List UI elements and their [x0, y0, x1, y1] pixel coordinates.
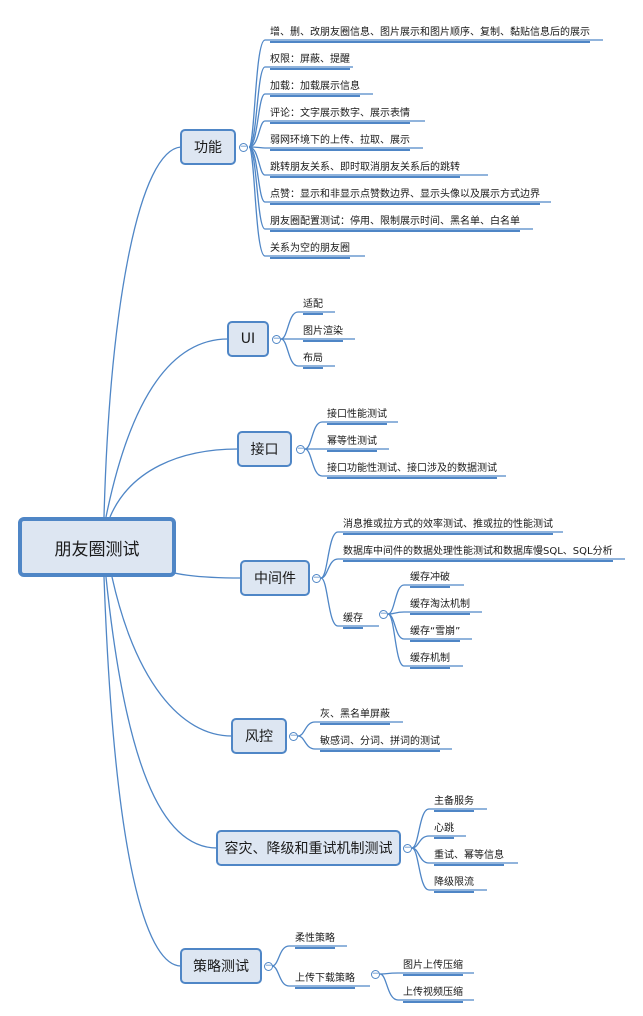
- leaf-cache-1[interactable]: 缓存冲破: [410, 568, 450, 588]
- leaf-dr-1[interactable]: 主备服务: [434, 792, 474, 812]
- collapse-updown-toggle[interactable]: −: [371, 969, 380, 979]
- branch-strategy-label: 策略测试: [193, 959, 249, 975]
- branch-middleware[interactable]: 中间件: [240, 560, 310, 596]
- branch-risk-control[interactable]: 风控: [231, 718, 287, 754]
- root-label: 朋友圈测试: [54, 539, 140, 560]
- leaf-function-8[interactable]: 朋友圈配置测试：停用、限制展示时间、黑名单、白名单: [270, 212, 520, 232]
- leaf-function-6[interactable]: 跳转朋友关系、即时取消朋友关系后的跳转: [270, 158, 460, 178]
- leaf-function-7[interactable]: 点赞：显示和非显示点赞数边界、显示头像以及展示方式边界: [270, 185, 540, 205]
- root-node[interactable]: 朋友圈测试: [18, 517, 176, 577]
- branch-api-label: 接口: [250, 442, 279, 458]
- leaf-api-1[interactable]: 接口性能测试: [327, 405, 387, 425]
- leaf-cache-4[interactable]: 缓存机制: [410, 649, 450, 669]
- collapse-function-toggle[interactable]: −: [239, 142, 248, 152]
- leaf-function-3[interactable]: 加载：加载展示信息: [270, 77, 360, 97]
- leaf-function-1[interactable]: 增、删、改朋友圈信息、图片展示和图片顺序、复制、黏贴信息后的展示: [270, 23, 590, 43]
- branch-function-label: 功能: [194, 140, 222, 156]
- leaf-function-4[interactable]: 评论：文字展示数字、展示表情: [270, 104, 410, 124]
- branch-ui[interactable]: UI: [227, 321, 269, 357]
- collapse-cache-toggle[interactable]: −: [379, 609, 388, 619]
- branch-api[interactable]: 接口: [237, 431, 292, 467]
- leaf-ui-1[interactable]: 适配: [303, 295, 323, 315]
- branch-ui-label: UI: [240, 331, 256, 347]
- collapse-strategy-toggle[interactable]: −: [264, 961, 273, 971]
- branch-disaster-recovery-label: 容灾、降级和重试机制测试: [224, 841, 393, 857]
- collapse-risk-toggle[interactable]: −: [289, 731, 298, 741]
- collapse-api-toggle[interactable]: −: [296, 444, 305, 454]
- leaf-function-5[interactable]: 弱网环境下的上传、拉取、展示: [270, 131, 410, 151]
- leaf-middleware-2[interactable]: 数据库中间件的数据处理性能测试和数据库慢SQL、SQL分析: [343, 542, 613, 562]
- collapse-disaster-toggle[interactable]: −: [403, 843, 412, 853]
- branch-risk-control-label: 风控: [245, 729, 273, 745]
- leaf-strategy-1[interactable]: 柔性策略: [295, 929, 335, 949]
- branch-strategy[interactable]: 策略测试: [180, 948, 262, 984]
- leaf-risk-2[interactable]: 敏感词、分词、拼词的测试: [320, 732, 440, 752]
- leaf-strategy-updown[interactable]: 上传下载策略: [295, 969, 355, 989]
- collapse-ui-toggle[interactable]: −: [272, 334, 281, 344]
- leaf-dr-4[interactable]: 降级限流: [434, 873, 474, 893]
- leaf-risk-1[interactable]: 灰、黑名单屏蔽: [320, 705, 390, 725]
- leaf-ui-2[interactable]: 图片渲染: [303, 322, 343, 342]
- leaf-api-3[interactable]: 接口功能性测试、接口涉及的数据测试: [327, 459, 497, 479]
- leaf-updown-1[interactable]: 图片上传压缩: [403, 956, 463, 976]
- branch-middleware-label: 中间件: [254, 571, 296, 587]
- branch-disaster-recovery[interactable]: 容灾、降级和重试机制测试: [216, 830, 401, 866]
- leaf-dr-2[interactable]: 心跳: [434, 819, 454, 839]
- leaf-cache-3[interactable]: 缓存“雪崩”: [410, 622, 461, 642]
- leaf-updown-2[interactable]: 上传视频压缩: [403, 983, 463, 1003]
- leaf-middleware-1[interactable]: 消息推或拉方式的效率测试、推或拉的性能测试: [343, 515, 553, 535]
- leaf-cache-2[interactable]: 缓存淘汰机制: [410, 595, 470, 615]
- leaf-api-2[interactable]: 幂等性测试: [327, 432, 377, 452]
- leaf-middleware-cache[interactable]: 缓存: [343, 609, 363, 629]
- leaf-ui-3[interactable]: 布局: [303, 349, 323, 369]
- leaf-dr-3[interactable]: 重试、幂等信息: [434, 846, 504, 866]
- leaf-function-2[interactable]: 权限：屏蔽、提醒: [270, 50, 350, 70]
- collapse-middleware-toggle[interactable]: −: [312, 573, 321, 583]
- leaf-function-9[interactable]: 关系为空的朋友圈: [270, 239, 350, 259]
- branch-function[interactable]: 功能: [180, 129, 236, 165]
